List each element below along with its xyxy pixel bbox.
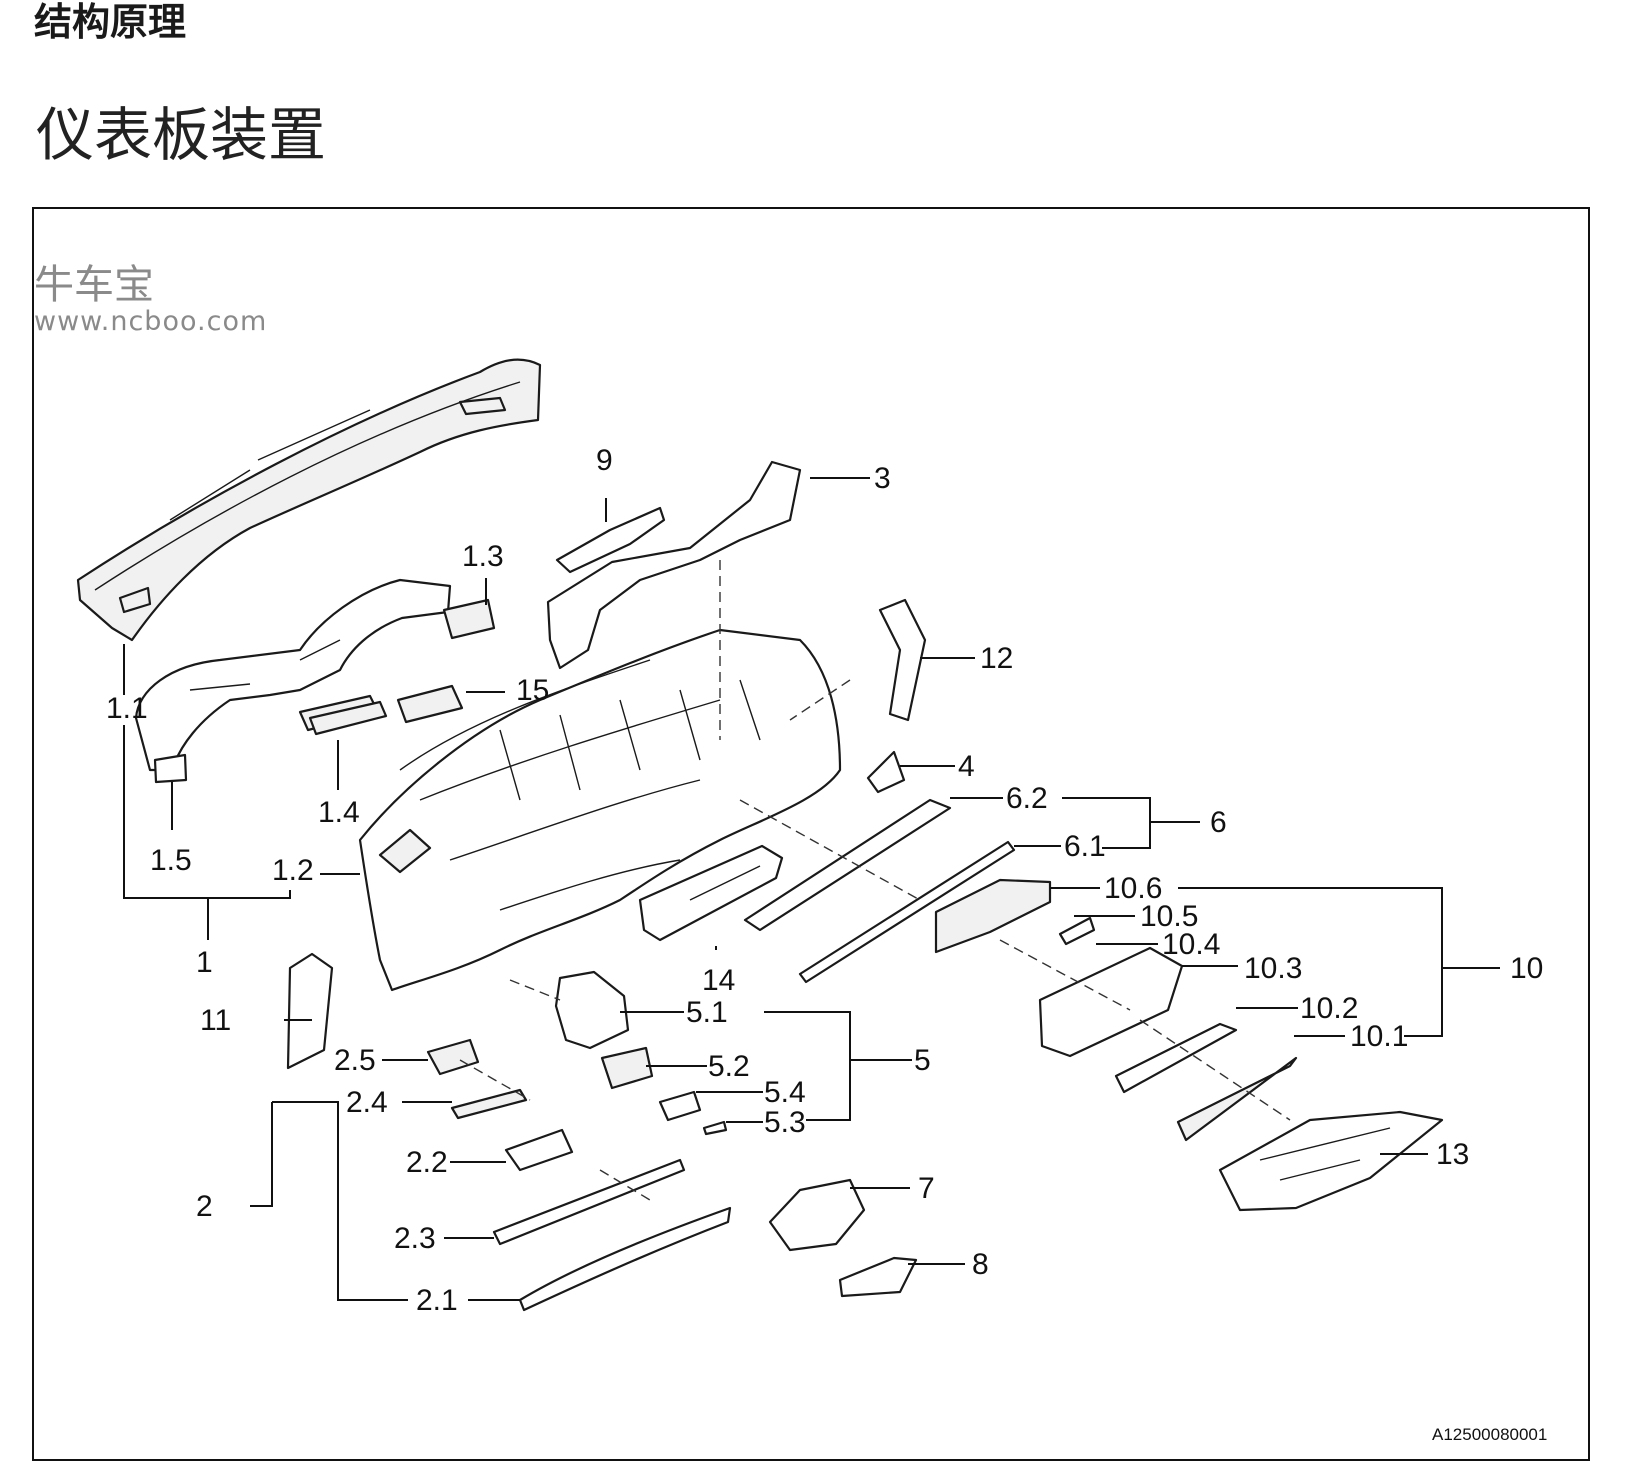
callout-1-4: 1.4 [318,796,360,829]
callout-1: 1 [196,946,213,979]
callout-10-6: 10.6 [1104,872,1162,905]
part-12-side-bracket [878,598,927,722]
leader-lines [123,477,1500,1301]
part-13-lower-tray [1218,1110,1444,1212]
callout-10: 10 [1510,952,1543,985]
part-crossbeam-frame [358,628,842,992]
callout-labels: 1 1.1 1.2 1.3 1.4 1.5 15 9 3 12 4 6.2 6 … [106,444,1547,1444]
callout-6: 6 [1210,806,1227,839]
callout-2-3: 2.3 [394,1222,436,1255]
callout-4: 4 [958,750,975,783]
part-upper-pad [76,358,542,642]
callout-1-3: 1.3 [462,540,504,573]
callout-1-2: 1.2 [272,854,314,887]
callout-11: 11 [200,1004,231,1037]
watermark-name: 牛车宝 [34,262,154,308]
callout-5-2: 5.2 [708,1050,750,1083]
part-9-bracket [555,506,666,574]
callout-10-5: 10.5 [1140,900,1198,933]
part-10-glovebox [934,878,1298,1142]
figure-code: A12500080001 [1432,1425,1547,1444]
callout-10-1: 10.1 [1350,1020,1408,1053]
diagram-frame [32,207,1590,1461]
callout-8: 8 [972,1248,989,1281]
callout-5-4: 5.4 [764,1076,806,1109]
part-5-column-cover [554,970,728,1136]
part-2-lower-panels [426,1038,732,1312]
callout-5: 5 [914,1044,931,1077]
callout-1-5: 1.5 [150,844,192,877]
part-1-vent-nozzle [308,700,388,736]
page-title: 仪表板装置 [36,101,327,169]
callout-12: 12 [980,642,1013,675]
callout-15: 15 [516,674,549,707]
callout-7: 7 [918,1172,935,1205]
callout-6-1: 6.1 [1064,830,1106,863]
section-title: 结构原理 [34,0,187,44]
callout-14: 14 [702,964,735,997]
callout-2-4: 2.4 [346,1086,388,1119]
callout-2-1: 2.1 [416,1284,458,1317]
part-7-8-cluster-trim [768,1178,918,1298]
callout-2: 2 [196,1190,213,1223]
part-4-end-cap [866,750,906,794]
watermark-url: www.ncboo.com [34,306,268,337]
part-upper-trim [546,460,802,670]
callout-3: 3 [874,462,891,495]
callout-10-2: 10.2 [1300,992,1358,1025]
callout-1-1: 1.1 [106,692,148,725]
part-11-side-panel [286,952,334,1070]
callout-2-5: 2.5 [334,1044,376,1077]
callout-10-3: 10.3 [1244,952,1302,985]
part-14-center-trim [638,844,784,942]
callout-10-4: 10.4 [1162,928,1220,961]
assembly-guides [459,560,1291,1201]
callout-5-3: 5.3 [764,1106,806,1139]
callout-9: 9 [596,444,613,477]
callout-13: 13 [1436,1138,1469,1171]
callout-5-1: 5.1 [686,996,728,1029]
callout-2-2: 2.2 [406,1146,448,1179]
part-6-trim-strips [743,798,1016,984]
part-air-duct [134,578,452,784]
callout-6-2: 6.2 [1006,782,1048,815]
